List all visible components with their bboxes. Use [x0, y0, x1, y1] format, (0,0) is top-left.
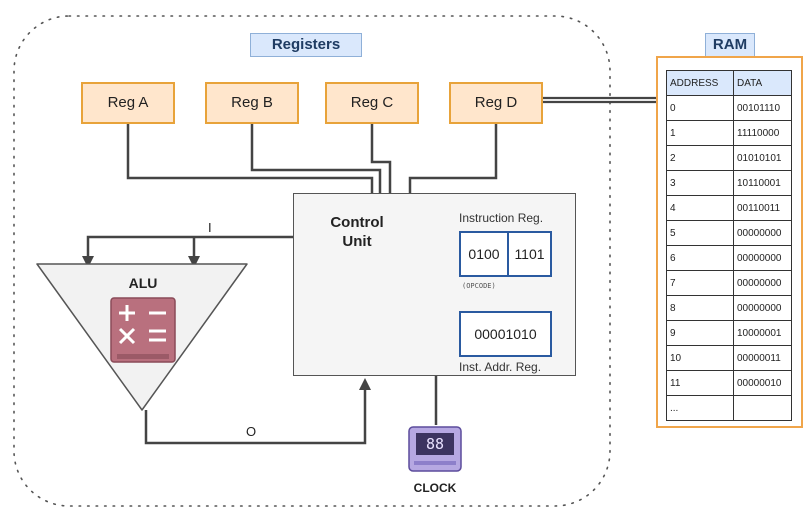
alu-input-label: I	[208, 220, 212, 235]
alu-output-label: O	[246, 424, 257, 439]
ram-data: 11110000	[733, 120, 792, 146]
ram-address: 3	[666, 170, 734, 196]
inst-addr-label: Inst. Addr. Reg.	[459, 360, 542, 374]
clock-label: CLOCK	[413, 481, 457, 495]
ram-header-data: DATA	[733, 70, 792, 96]
ram-data: 01010101	[733, 145, 792, 171]
opcode-value: 0100	[461, 233, 509, 275]
ram-data: 00101110	[733, 95, 792, 121]
instruction-register: 0100 1101	[459, 231, 552, 277]
wire-reg-c	[370, 124, 392, 193]
wire-reg-b	[250, 124, 382, 193]
wire-reg-d	[408, 124, 498, 193]
ram-data: 10000001	[733, 320, 792, 346]
control-unit-title: Control Unit	[330, 214, 384, 250]
clock-icon	[408, 426, 462, 472]
ram-address: 6	[666, 245, 734, 271]
ram-address: 5	[666, 220, 734, 246]
ram-data: 00000000	[733, 295, 792, 321]
clock-display: 88	[425, 435, 445, 453]
opcode-caption: (OPCODE)	[462, 282, 496, 290]
ram-data: 00110011	[733, 195, 792, 221]
ram-data	[733, 395, 792, 421]
register-b: Reg B	[205, 82, 299, 124]
ram-header-row: ADDRESS DATA	[666, 70, 792, 96]
registers-title: Registers	[250, 33, 362, 57]
ram-address: 7	[666, 270, 734, 296]
ram-address: 9	[666, 320, 734, 346]
ram-address: 1	[666, 120, 734, 146]
operand-value: 1101	[514, 246, 545, 262]
wire-alu-output	[144, 388, 367, 445]
ram-address: 8	[666, 295, 734, 321]
register-d: Reg D	[449, 82, 543, 124]
ram-address: 10	[666, 345, 734, 371]
ram-address: 0	[666, 95, 734, 121]
ram-address: 4	[666, 195, 734, 221]
ram-data: 10110001	[733, 170, 792, 196]
register-c: Reg C	[325, 82, 419, 124]
ram-data: 00000000	[733, 270, 792, 296]
ram-title: RAM	[705, 33, 755, 57]
ram-data: 00000010	[733, 370, 792, 396]
ram-data: 00000011	[733, 345, 792, 371]
ram-row: ...	[666, 395, 792, 421]
alu-title: ALU	[128, 275, 158, 291]
ram-address: 2	[666, 145, 734, 171]
inst-addr-register: 00001010	[459, 311, 552, 357]
register-a: Reg A	[81, 82, 175, 124]
calculator-icon	[110, 297, 176, 363]
ram-address: ...	[666, 395, 734, 421]
ram-header-address: ADDRESS	[666, 70, 734, 96]
wire-alu-input	[86, 235, 293, 258]
ram-address: 11	[666, 370, 734, 396]
ram-data: 00000000	[733, 245, 792, 271]
ram-data: 00000000	[733, 220, 792, 246]
wire-reg-a	[126, 124, 374, 193]
instruction-reg-label: Instruction Reg.	[459, 211, 544, 225]
